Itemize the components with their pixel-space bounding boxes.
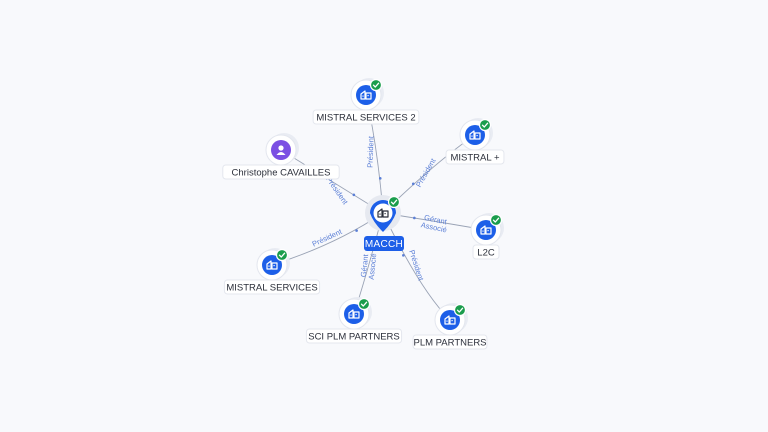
- edge-arrow: [352, 193, 356, 197]
- center-label-text: MACCH: [365, 239, 403, 250]
- node-label-text: MISTRAL SERVICES: [226, 282, 317, 293]
- edge-arrow: [413, 216, 416, 220]
- verified-check-icon: [275, 248, 289, 262]
- edge-arrow: [378, 177, 382, 180]
- node-label-text: SCI PLM PARTNERS: [308, 331, 400, 342]
- node-ms[interactable]: MISTRAL SERVICES: [223, 248, 321, 295]
- edge-label: Président: [365, 135, 375, 168]
- verified-check-icon: [478, 118, 492, 132]
- node-cc[interactable]: Christophe CAVAILLES: [222, 133, 340, 180]
- building-icon: [360, 90, 372, 100]
- center-node[interactable]: MACCH: [364, 195, 404, 251]
- building-icon: [480, 225, 492, 235]
- edge-label: Président: [414, 156, 438, 189]
- node-label: Christophe CAVAILLES: [222, 164, 340, 180]
- center-label: MACCH: [364, 236, 404, 251]
- edge-label: Associé: [367, 253, 379, 280]
- node-label-text: PLM PARTNERS: [413, 337, 486, 348]
- node-label: PLM PARTNERS: [412, 334, 488, 350]
- node-label: MISTRAL SERVICES: [223, 279, 321, 295]
- node-sci[interactable]: SCI PLM PARTNERS: [305, 297, 403, 344]
- edge-label: Président: [407, 249, 426, 283]
- node-label: MISTRAL SERVICES 2: [312, 109, 420, 125]
- edge-label: Gérant: [359, 253, 370, 278]
- verified-check-icon: [453, 303, 467, 317]
- edge-arrow: [355, 229, 358, 232]
- node-label: SCI PLM PARTNERS: [305, 328, 403, 344]
- node-l2c[interactable]: L2C: [470, 213, 504, 260]
- building-icon: [377, 208, 389, 218]
- node-label-text: L2C: [477, 247, 495, 258]
- verified-check-icon: [489, 213, 503, 227]
- edge-label: Président: [311, 227, 344, 249]
- edge-arrow: [402, 254, 405, 257]
- node-label-text: Christophe CAVAILLES: [232, 167, 331, 178]
- verified-check-icon: [357, 297, 371, 311]
- building-icon: [348, 309, 360, 319]
- node-label: MISTRAL +: [445, 149, 505, 165]
- node-mplus[interactable]: MISTRAL +: [445, 118, 505, 165]
- building-icon: [444, 315, 456, 325]
- verified-check-icon: [387, 195, 401, 209]
- edge-arrow: [411, 182, 415, 186]
- node-ms2[interactable]: MISTRAL SERVICES 2: [312, 78, 420, 125]
- verified-check-icon: [369, 78, 383, 92]
- building-icon: [469, 130, 481, 140]
- node-label-text: MISTRAL +: [450, 152, 499, 163]
- node-label: L2C: [472, 244, 500, 260]
- building-icon: [266, 260, 278, 270]
- node-label-text: MISTRAL SERVICES 2: [316, 112, 415, 123]
- node-plm[interactable]: PLM PARTNERS: [412, 303, 488, 350]
- person-icon: [276, 145, 286, 155]
